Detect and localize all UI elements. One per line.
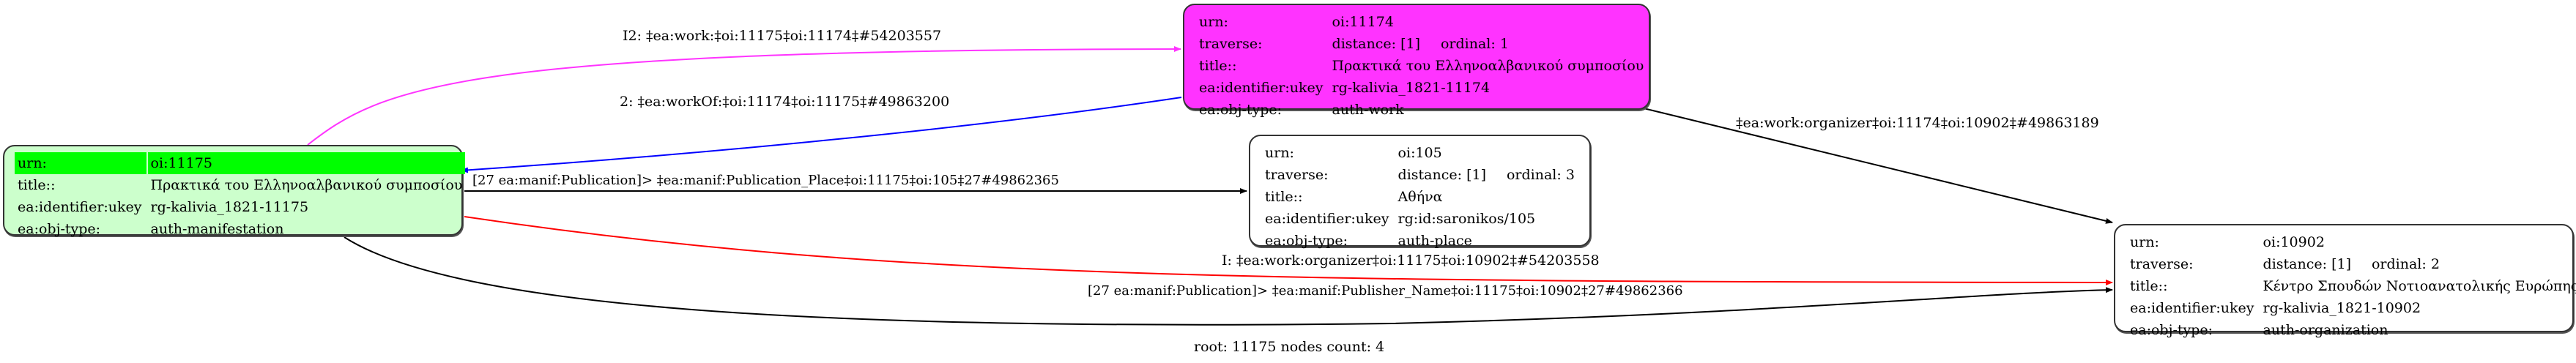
row-key: urn:: [1265, 145, 1294, 161]
row-value: distance: [1] ordinal: 2: [2260, 253, 2576, 275]
node-work-11174[interactable]: urn: oi:11174 traverse: distance: [1] ordin…: [1183, 4, 1650, 118]
row-key: title::: [1265, 189, 1303, 205]
row-value: auth-place: [1398, 233, 1472, 249]
row-value: rg-kalivia_1821-11175: [150, 199, 309, 215]
row-key: traverse:: [2130, 256, 2194, 272]
traverse-ordinal: ordinal: 1: [1440, 36, 1509, 52]
node-row-title: title:: Πρακτικά του Ελληνοαλβανικού συμ…: [15, 174, 465, 196]
row-key: traverse:: [1199, 36, 1263, 52]
row-value: rg-kalivia_1821-10902: [2263, 300, 2421, 316]
node-row-type: ea:obj-type: auth-organization: [2127, 319, 2576, 341]
row-key: ea:identifier:ukey: [2130, 300, 2254, 316]
row-key: ea:obj-type:: [2130, 322, 2213, 338]
traverse-distance: distance: [1]: [2263, 256, 2351, 272]
node-row-title: title::Κέντρο Σπουδών Νοτιοανατολικής Ευ…: [2127, 275, 2576, 297]
edge-label-workof: 2: ‡ea:workOf:‡oi:11174‡oi:11175‡#498632…: [620, 94, 950, 110]
row-key: ea:obj-type:: [1265, 233, 1348, 249]
row-key: title::: [1199, 58, 1237, 74]
row-value: auth-organization: [2263, 322, 2388, 338]
row-key: traverse:: [1265, 167, 1329, 183]
node-row-urn: urn: oi:105: [1262, 142, 1578, 164]
edge-label-organizer-work: ‡ea:work:organizer‡oi:11174‡oi:10902‡#49…: [1736, 115, 2099, 131]
node-row-urn: urn: oi:11174: [1196, 11, 1647, 33]
node-row-type: ea:obj-type: auth-work: [1196, 99, 1647, 121]
row-value: Πρακτικά του Ελληνοαλβανικού συμποσίου: [150, 177, 463, 193]
row-value: oi:11174: [1332, 14, 1394, 30]
row-key: urn:: [2130, 234, 2159, 250]
edge-workof: [461, 97, 1182, 173]
edge-label-publisher: [27 ea:manif:Publication]> ‡ea:manif:Pub…: [1088, 283, 1683, 299]
row-key: urn:: [15, 152, 146, 174]
node-row-ukey: ea:identifier:ukey rg-kalivia_1821-10902: [2127, 297, 2576, 319]
node-row-title: title::Πρακτικά του Ελληνοαλβανικού συμπ…: [1196, 55, 1647, 77]
row-value: Αθήνα: [1398, 189, 1443, 205]
edge-publisher: [344, 236, 2113, 326]
row-value: auth-manifestation: [150, 221, 284, 237]
node-root-11175[interactable]: urn: oi:11175 title:: Πρακτικά του Ελλην…: [3, 145, 466, 237]
row-value: oi:105: [1398, 145, 1442, 161]
node-row-traverse: traverse: distance: [1] ordinal: 3: [1262, 164, 1578, 186]
node-row-ukey: ea:identifier:ukey rg-kalivia_1821-11175: [15, 196, 465, 218]
row-key: title::: [2130, 278, 2168, 294]
row-value: rg-kalivia_1821-11174: [1332, 80, 1491, 96]
row-value: distance: [1] ordinal: 3: [1395, 164, 1578, 186]
node-row-type: ea:obj-type: auth-place: [1262, 230, 1578, 252]
edge-organizer-work: [1640, 107, 2113, 224]
row-value: Κέντρο Σπουδών Νοτιοανατολικής Ευρώπης: [2263, 278, 2576, 294]
edge-organizer-root: [464, 216, 2113, 285]
edge-label-pub-place: [27 ea:manif:Publication]> ‡ea:manif:Pub…: [472, 173, 1059, 188]
row-value: distance: [1] ordinal: 1: [1329, 33, 1647, 55]
traverse-ordinal: ordinal: 3: [1506, 167, 1575, 183]
row-key: urn:: [1199, 14, 1228, 30]
node-row-ukey: ea:identifier:ukey rg-kalivia_1821-11174: [1196, 77, 1647, 99]
row-value: Πρακτικά του Ελληνοαλβανικού συμποσίου: [1332, 58, 1644, 74]
traverse-distance: distance: [1]: [1332, 36, 1420, 52]
node-row-traverse: traverse: distance: [1] ordinal: 1: [1196, 33, 1647, 55]
edge-label-work: I2: ‡ea:work:‡oi:11175‡oi:11174‡#5420355…: [623, 28, 942, 44]
row-key: ea:obj-type:: [18, 221, 101, 237]
traverse-distance: distance: [1]: [1398, 167, 1486, 183]
node-org-10902[interactable]: urn: oi:10902 traverse: distance: [1] ordin…: [2114, 224, 2576, 338]
edge-label-organizer-root: I: ‡ea:work:organizer‡oi:11175‡oi:10902‡…: [1222, 252, 1600, 269]
row-value: rg:id:saronikos/105: [1398, 211, 1536, 227]
edge-work: [307, 46, 1181, 146]
node-row-urn: urn: oi:10902: [2127, 231, 2576, 253]
row-key: ea:obj-type:: [1199, 102, 1283, 118]
traverse-ordinal: ordinal: 2: [2371, 256, 2440, 272]
row-key: title::: [18, 177, 56, 193]
row-value: auth-work: [1332, 102, 1404, 118]
row-value: oi:11175: [147, 152, 466, 174]
node-row-type: ea:obj-type: auth-manifestation: [15, 218, 465, 240]
node-row-ukey: ea:identifier:ukey rg:id:saronikos/105: [1262, 208, 1578, 230]
node-row-urn: urn: oi:11175: [15, 152, 466, 174]
node-place-105[interactable]: urn: oi:105 traverse: distance: [1] ordinal…: [1249, 135, 1591, 249]
row-key: ea:identifier:ukey: [18, 199, 142, 215]
graph-footer: root: 11175 nodes count: 4: [1194, 339, 1385, 355]
row-key: ea:identifier:ukey: [1199, 80, 1324, 96]
row-value: oi:10902: [2263, 234, 2325, 250]
row-key: ea:identifier:ukey: [1265, 211, 1389, 227]
node-row-title: title::Αθήνα: [1262, 186, 1578, 208]
node-row-traverse: traverse: distance: [1] ordinal: 2: [2127, 253, 2576, 275]
